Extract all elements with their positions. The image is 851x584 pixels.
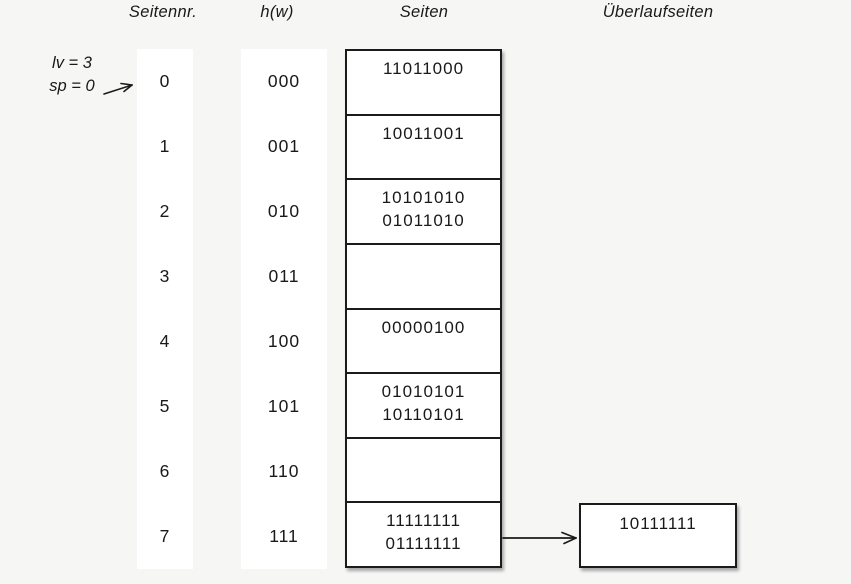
page-number: 4 <box>159 331 171 351</box>
bucket-entry: 00000100 <box>381 317 466 337</box>
state-annotation: lv = 3 sp = 0 <box>34 52 110 98</box>
bucket-5: 01010101 10110101 <box>347 374 500 439</box>
bucket-6 <box>347 439 500 504</box>
overflow-page-box: 10111111 <box>579 503 737 568</box>
bucket-entry: 10011001 <box>382 123 465 143</box>
bucket-entry: 01111111 <box>385 534 462 554</box>
hash-value: 110 <box>268 461 300 481</box>
overflow-entry: 10111111 <box>619 514 697 533</box>
bucket-entry: 10101010 <box>381 188 466 208</box>
bucket-3 <box>347 245 500 310</box>
page-number: 3 <box>159 266 171 286</box>
split-pointer-value: sp = 0 <box>49 77 95 95</box>
bucket-4: 00000100 <box>347 310 500 375</box>
bucket-2: 10101010 01011010 <box>347 180 500 245</box>
overflow-arrow <box>502 531 577 545</box>
header-page-number: Seitennr. <box>128 3 198 21</box>
bucket-entry: 11111111 <box>386 511 461 531</box>
page-number: 5 <box>159 396 171 416</box>
pages-box: 11011000 10011001 10101010 01011010 0000… <box>345 49 502 568</box>
hash-value: 111 <box>269 526 299 546</box>
hash-value: 010 <box>267 201 301 221</box>
hash-value: 001 <box>267 136 301 156</box>
page-number: 6 <box>159 461 171 481</box>
page-number: 0 <box>159 71 171 91</box>
hash-value-column: 000 001 010 011 100 101 110 111 <box>241 49 327 569</box>
header-overflow-pages: Überlaufseiten <box>602 3 714 21</box>
page-number-column: 0 1 2 3 4 5 6 7 <box>137 49 193 569</box>
bucket-entry: 01010101 <box>381 382 466 402</box>
header-pages: Seiten <box>399 3 449 21</box>
hash-value: 100 <box>267 331 301 351</box>
header-hash-function: h(w) <box>260 3 294 21</box>
hash-value: 000 <box>267 71 301 91</box>
level-value: lv = 3 <box>52 54 92 72</box>
hash-value: 011 <box>268 266 300 286</box>
page-number: 7 <box>159 526 171 546</box>
bucket-0: 11011000 <box>347 51 500 116</box>
page-number: 1 <box>159 136 171 156</box>
bucket-entry: 01011010 <box>382 211 465 231</box>
bucket-7: 11111111 01111111 <box>347 503 500 566</box>
bucket-1: 10011001 <box>347 116 500 181</box>
bucket-entry: 11011000 <box>382 59 465 78</box>
hash-value: 101 <box>267 396 301 416</box>
page-number: 2 <box>159 201 171 221</box>
bucket-entry: 10110101 <box>382 405 465 425</box>
